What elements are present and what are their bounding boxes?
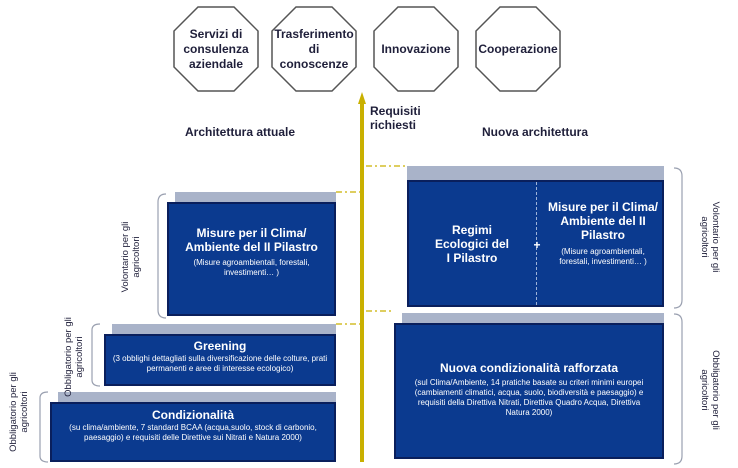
- right-heading: Nuova architettura: [482, 125, 589, 139]
- greening-block: Greening (3 obblighi dettagliati sulla d…: [104, 334, 336, 386]
- left-heading: Architettura attuale: [185, 125, 296, 139]
- right-volontario-label: Volontario per gli agricoltori: [699, 201, 721, 273]
- right-top-shade: [407, 166, 664, 180]
- left-misure-detail: (Misure agroambientali, forestali, inves…: [193, 258, 310, 277]
- greening-detail: (3 obblighi dettagliati sulla diversific…: [112, 354, 328, 373]
- left-misure-title: Misure per il Clima/ Ambiente del II Pil…: [185, 226, 318, 254]
- condizionalita-detail: (su clima/ambiente, 7 standard BCAA (acq…: [69, 423, 317, 442]
- left-volontario-label: Volontario per gli agricoltori: [120, 221, 142, 293]
- service-octagon-trasferimento: Trasferimento di conoscenze: [270, 5, 358, 93]
- greening-title: Greening: [193, 339, 247, 353]
- condizionalita-title: Condizionalità: [152, 408, 234, 422]
- service-octagon-innovazione: Innovazione: [372, 5, 460, 93]
- panel-divider: [536, 182, 537, 305]
- right-misure-detail: (Misure agroambientali, forestali, inves…: [559, 247, 647, 266]
- left-misure-block: Misure per il Clima/ Ambiente del II Pil…: [167, 202, 336, 316]
- service-label: Servizi di consulenza aziendale: [183, 26, 249, 71]
- regimi-panel: Regimi Ecologici del I Pilastro: [409, 182, 535, 305]
- service-label: Innovazione: [381, 41, 451, 56]
- service-octagon-consulenza: Servizi di consulenza aziendale: [172, 5, 260, 93]
- right-bottom-shade: [402, 313, 664, 323]
- regimi-title: Regimi Ecologici del I Pilastro: [434, 222, 509, 265]
- right-misure-panel: Misure per il Clima/ Ambiente del II Pil…: [545, 200, 661, 267]
- nuova-cond-block: Nuova condizionalità rafforzata (sul Cli…: [394, 323, 664, 459]
- left-greening-obbligatorio-label: Obbligatorio per gli agricoltori: [63, 317, 85, 397]
- service-label: Trasferimento di conoscenze: [274, 26, 354, 71]
- nuova-cond-detail: (sul Clima/Ambiente, 14 pratiche basate …: [414, 378, 644, 417]
- service-octagon-cooperazione: Cooperazione: [474, 5, 562, 93]
- arrow-label: Requisiti richiesti: [370, 104, 421, 132]
- right-volontario-block: Regimi Ecologici del I Pilastro + Misure…: [407, 180, 664, 307]
- left-cond-obbligatorio-label: Obbligatorio per gli agricoltori: [8, 372, 30, 452]
- right-misure-title: Misure per il Clima/ Ambiente del II Pil…: [547, 200, 659, 242]
- nuova-cond-title: Nuova condizionalità rafforzata: [439, 361, 619, 375]
- condizionalita-shade: [58, 392, 336, 402]
- right-obbligatorio-label: Obbligatorio per gli agricoltori: [699, 350, 721, 430]
- greening-shade: [112, 324, 336, 334]
- condizionalita-block: Condizionalità (su clima/ambiente, 7 sta…: [50, 402, 336, 462]
- service-label: Cooperazione: [478, 41, 558, 56]
- plus-sign: +: [533, 238, 541, 252]
- misure-shade: [175, 192, 336, 202]
